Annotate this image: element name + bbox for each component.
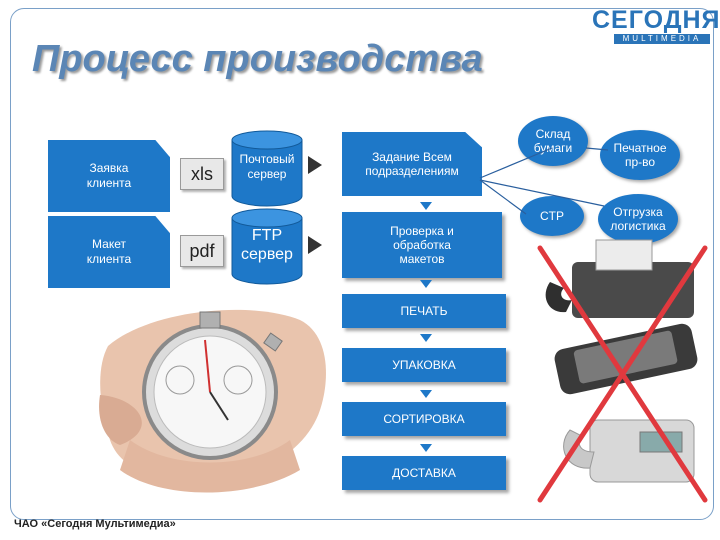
arrow-marker [308, 156, 322, 174]
process-box-task-label: Задание Всем подразделениям [365, 150, 459, 178]
input-card-layout-label: Макет клиента [86, 237, 132, 266]
arrow-marker [308, 236, 322, 254]
connector-line [585, 147, 609, 151]
company-logo: СЕГОДНЯ MULTIMEDIA [592, 6, 720, 44]
input-card-request: Заявка клиента [48, 140, 170, 212]
input-card-request-label: Заявка клиента [86, 161, 132, 190]
pdf-document: pdf [180, 235, 224, 267]
flow-arrow [420, 202, 432, 210]
node-logistics: Отгрузка логистика [598, 194, 678, 244]
logo-main-text: СЕГОДНЯ [592, 6, 720, 34]
process-box-pack: УПАКОВКА [342, 348, 506, 382]
process-box-delivery-label: ДОСТАВКА [392, 466, 456, 480]
flow-arrow [420, 280, 432, 288]
input-card-layout: Макет клиента [48, 216, 170, 288]
fax-icon [545, 239, 694, 318]
cross-out-icon [537, 245, 708, 503]
process-box-check-label: Проверка и обработка макетов [390, 224, 454, 266]
process-box-pack-label: УПАКОВКА [392, 358, 456, 372]
process-box-print: ПЕЧАТЬ [342, 294, 506, 328]
logo-sub-text: MULTIMEDIA [614, 34, 710, 44]
flow-arrow [420, 390, 432, 398]
node-ctp: CTP [520, 196, 584, 236]
node-logistics-label: Отгрузка логистика [610, 205, 666, 233]
node-printing-label: Печатное пр-во [613, 141, 667, 169]
connector-line [479, 147, 553, 179]
process-box-sort: СОРТИРОВКА [342, 402, 506, 436]
process-box-sort-label: СОРТИРОВКА [383, 412, 465, 426]
process-box-task: Задание Всем подразделениям [342, 132, 482, 196]
ftp-server-label: FTP сервер [241, 227, 293, 263]
footer-company: ЧАО «Сегодня Мультимедиа» [14, 518, 176, 530]
mail-server-label: Почтовый сервер [239, 152, 295, 181]
process-box-print-label: ПЕЧАТЬ [400, 304, 448, 318]
xls-label: xls [191, 163, 213, 184]
process-box-delivery: ДОСТАВКА [342, 456, 506, 490]
mobile-phone-icon [554, 323, 698, 395]
database-icon [231, 130, 303, 207]
slide-frame [10, 8, 714, 520]
database-icon [231, 208, 303, 285]
flow-arrow [420, 334, 432, 342]
node-ctp-label: CTP [540, 209, 564, 223]
mail-server: Почтовый сервер [230, 130, 304, 208]
desk-phone-icon [563, 419, 695, 483]
page-title: Процесс производства [32, 38, 483, 80]
connector-line [479, 179, 527, 215]
connector-line [479, 179, 605, 207]
ftp-server: FTP сервер [230, 208, 304, 286]
pdf-label: pdf [189, 240, 215, 261]
node-printing: Печатное пр-во [600, 130, 680, 180]
flow-arrow [420, 444, 432, 452]
process-box-check: Проверка и обработка макетов [342, 212, 502, 278]
xls-document: xls [180, 158, 224, 190]
